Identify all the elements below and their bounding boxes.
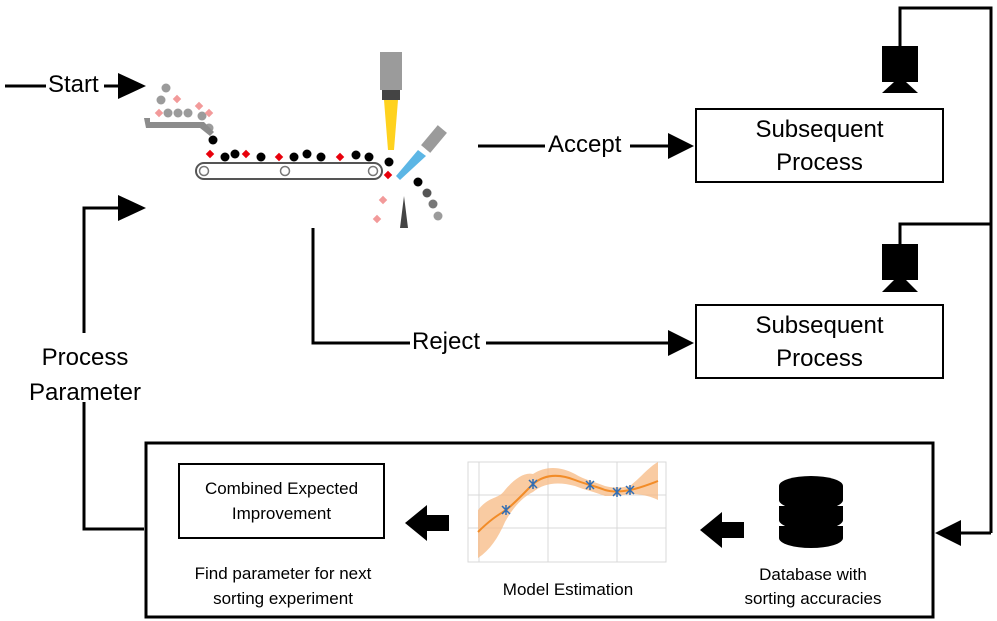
process-parameter-label: Process Parameter [28,344,142,406]
conveyor-belt-icon [195,162,383,180]
start-arrow [5,73,146,99]
air-nozzle-icon [396,125,447,180]
camera-feedback-lines [898,6,993,546]
camera-icon [882,244,918,292]
subsequent-process-box-1: Subsequent Process [695,108,944,183]
reject-label: Reject [411,328,482,356]
start-label: Start [47,71,100,99]
sorting-machine-illustration [144,52,447,228]
feed-particles [154,83,218,159]
arrow-right-icon [668,330,694,356]
feed-chute [144,118,214,136]
splitter [400,196,408,228]
combined-expected-improvement-box: Combined Expected Improvement [178,463,385,539]
arrow-right-icon [668,133,694,159]
gp-observations [501,479,635,515]
acquisition-caption: Find parameter for next sorting experime… [194,564,372,608]
acquisition-box-label: Combined Expected Improvement [204,479,359,523]
accept-label: Accept [547,131,623,159]
camera-icon [882,46,918,93]
arrow-right-icon [118,195,146,221]
reject-arrow [311,228,694,356]
model-estimation-plot [467,461,667,563]
gp-confidence-band [478,462,658,558]
process-parameter-arrow [82,195,146,531]
subsequent-process-label: Subsequent Process [755,311,884,372]
arrow-right-icon [118,73,146,99]
subsequent-process-box-2: Subsequent Process [695,304,944,379]
subsequent-process-label: Subsequent Process [755,115,884,176]
database-caption: Database with sorting accuracies [744,565,882,608]
belt-particles [220,149,374,162]
falling-particles [372,170,443,224]
block-arrow-left-icon [700,512,744,548]
arrow-left-icon [935,520,961,546]
model-estimation-caption: Model Estimation [502,580,634,599]
accept-arrow [478,133,694,159]
database-icon [778,476,844,548]
block-arrow-left-icon [405,505,449,541]
line-scan-camera-icon [380,52,402,150]
